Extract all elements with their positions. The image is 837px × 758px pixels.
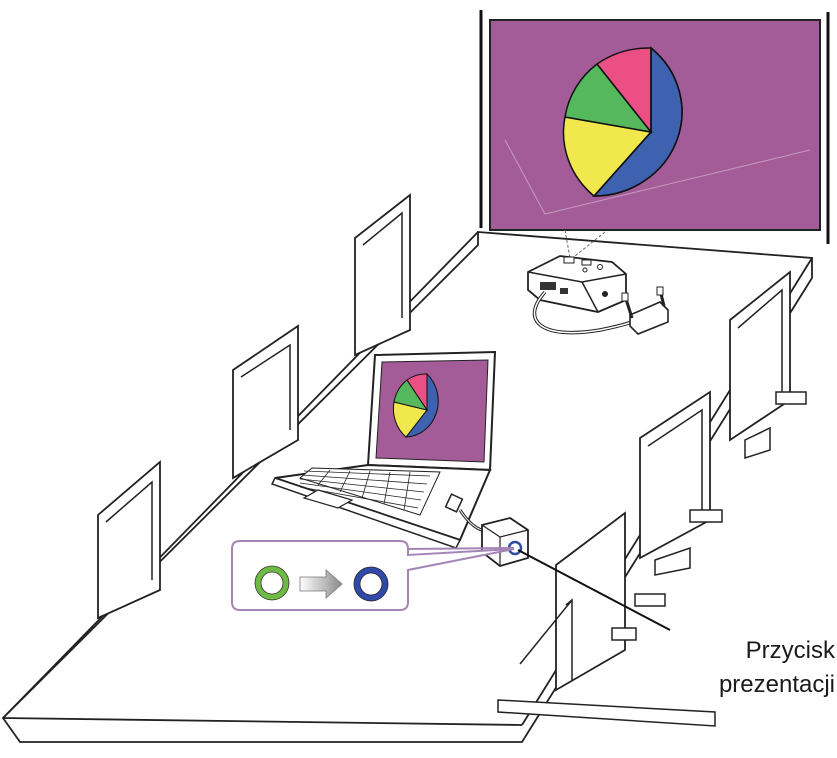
button-ring-green-icon xyxy=(255,566,289,600)
right-arrow-icon xyxy=(299,569,343,599)
chair-right-3 xyxy=(497,511,716,727)
chair-left-2 xyxy=(232,324,299,480)
presentation-button-label: Przycisk prezentacji xyxy=(650,634,835,702)
label-line-2: prezentacji xyxy=(718,671,835,698)
wireless-receiver-icon xyxy=(621,286,669,335)
chair-right-2 xyxy=(639,390,723,576)
laptop-icon xyxy=(270,350,497,549)
projector-icon xyxy=(527,229,627,313)
button-ring-blue-icon xyxy=(354,567,388,601)
button-state-callout xyxy=(231,540,515,611)
label-line-1: Przycisk xyxy=(745,637,835,664)
screen-pie-chart xyxy=(562,46,683,198)
chair-left-1 xyxy=(354,193,411,357)
laptop-pie-chart xyxy=(392,372,439,438)
projection-screen xyxy=(479,10,830,244)
chair-left-3 xyxy=(97,460,161,620)
callout-leader-line xyxy=(517,549,671,631)
chair-right-1 xyxy=(729,270,807,460)
